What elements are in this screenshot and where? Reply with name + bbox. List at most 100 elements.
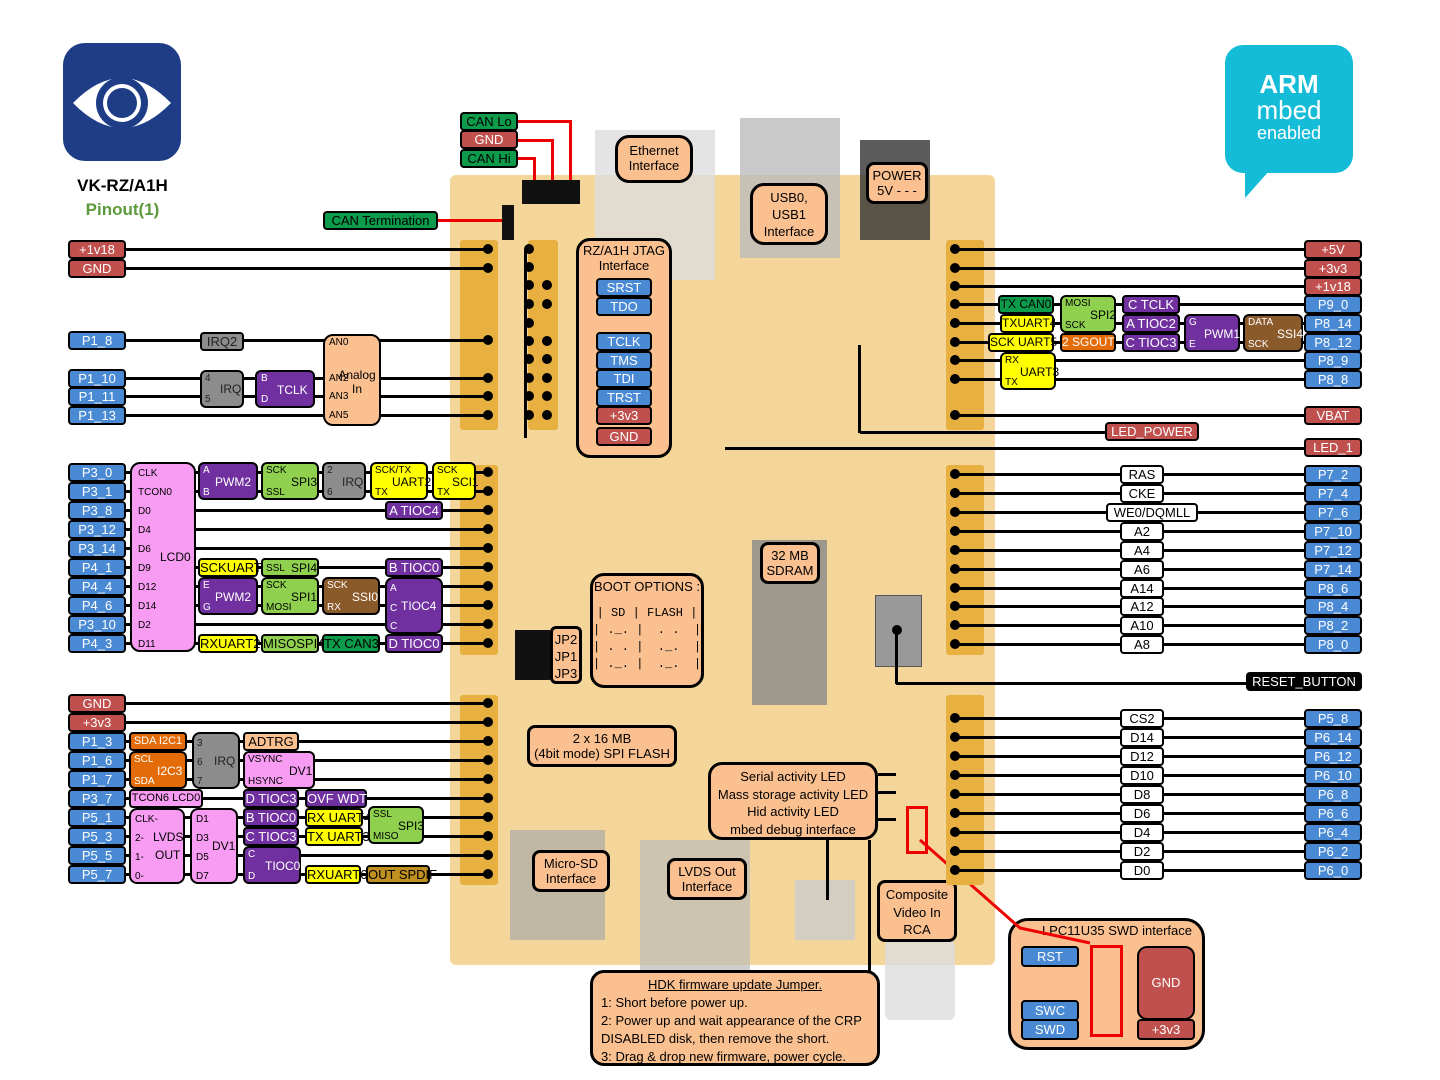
header-pin[interactable] — [483, 335, 493, 345]
header-pin[interactable] — [483, 600, 493, 610]
header-pin[interactable] — [483, 543, 493, 553]
header-pin[interactable] — [483, 755, 493, 765]
header-pin[interactable] — [483, 774, 493, 784]
header-pin[interactable] — [483, 850, 493, 860]
pin-label[interactable]: P3_7 — [68, 789, 126, 808]
header-pin[interactable] — [950, 374, 960, 384]
pin-label[interactable]: P7_4 — [1304, 484, 1362, 503]
pin-label[interactable]: P3_10 — [68, 615, 126, 634]
jtag-pin[interactable] — [542, 373, 552, 383]
pin-label[interactable]: P3_14 — [68, 539, 126, 558]
pin-label[interactable]: P6_10 — [1304, 766, 1362, 785]
header-pin[interactable] — [483, 505, 493, 515]
pin-label[interactable]: P8_4 — [1304, 597, 1362, 616]
pin-label[interactable]: P3_8 — [68, 501, 126, 520]
header-pin[interactable] — [950, 507, 960, 517]
header-pin[interactable] — [950, 244, 960, 254]
header-pin[interactable] — [950, 488, 960, 498]
vbat-label[interactable]: VBAT — [1304, 406, 1362, 425]
pin-label[interactable]: P3_0 — [68, 463, 126, 482]
jtag-pin[interactable] — [524, 280, 534, 290]
pin-label[interactable]: +1v18 — [1304, 277, 1362, 296]
header-pin[interactable] — [950, 789, 960, 799]
pin-label[interactable]: P4_3 — [68, 634, 126, 653]
header-pin[interactable] — [950, 751, 960, 761]
header-pin[interactable] — [483, 869, 493, 879]
header-pin[interactable] — [950, 639, 960, 649]
header-pin[interactable] — [950, 732, 960, 742]
header-pin[interactable] — [483, 486, 493, 496]
header-pin[interactable] — [950, 337, 960, 347]
reset-label[interactable]: RESET_BUTTON — [1246, 672, 1362, 691]
header-pin[interactable] — [950, 583, 960, 593]
pin-label-2[interactable]: P1_8 — [68, 331, 126, 350]
pin-label[interactable]: P9_0 — [1304, 295, 1362, 314]
header-pin[interactable] — [950, 865, 960, 875]
pin-label-0[interactable]: +1v18 — [68, 240, 126, 259]
header-pin[interactable] — [483, 812, 493, 822]
pin-label[interactable]: P6_12 — [1304, 747, 1362, 766]
jtag-pin[interactable] — [542, 354, 552, 364]
pin-label[interactable]: P6_0 — [1304, 861, 1362, 880]
header-pin[interactable] — [950, 469, 960, 479]
jtag-pin[interactable] — [542, 299, 552, 309]
header-pin[interactable] — [483, 391, 493, 401]
pin-label[interactable]: +5V — [1304, 240, 1362, 259]
header-pin[interactable] — [483, 263, 493, 273]
header-pin[interactable] — [950, 318, 960, 328]
pin-label[interactable]: P6_2 — [1304, 842, 1362, 861]
header-pin[interactable] — [483, 831, 493, 841]
header-pin[interactable] — [483, 373, 493, 383]
jtag-pin[interactable] — [542, 280, 552, 290]
header-pin[interactable] — [483, 638, 493, 648]
header-pin[interactable] — [483, 717, 493, 727]
pin-label[interactable]: P8_12 — [1304, 333, 1362, 352]
pin-label[interactable]: P5_5 — [68, 846, 126, 865]
pin-label[interactable]: P3_12 — [68, 520, 126, 539]
pin-label[interactable]: +3v3 — [68, 713, 126, 732]
pin-label[interactable]: P6_4 — [1304, 823, 1362, 842]
pin-label[interactable]: P4_4 — [68, 577, 126, 596]
header-pin[interactable] — [950, 545, 960, 555]
header-pin[interactable] — [483, 467, 493, 477]
header-pin[interactable] — [950, 808, 960, 818]
pin-label[interactable]: P7_10 — [1304, 522, 1362, 541]
jtag-pin[interactable] — [524, 391, 534, 401]
pin-label-3[interactable]: P1_10 — [68, 369, 126, 388]
pin-label[interactable]: P8_0 — [1304, 635, 1362, 654]
swd-header-outline[interactable] — [1090, 945, 1123, 1037]
led1-label[interactable]: LED_1 — [1304, 438, 1362, 457]
pin-label[interactable]: P5_7 — [68, 865, 126, 884]
header-pin[interactable] — [950, 263, 960, 273]
header-pin[interactable] — [950, 601, 960, 611]
jtag-pin[interactable] — [524, 244, 534, 254]
header-pin[interactable] — [483, 736, 493, 746]
pin-label[interactable]: P1_7 — [68, 770, 126, 789]
pin-label[interactable]: P8_8 — [1304, 370, 1362, 389]
pin-label[interactable]: P3_1 — [68, 482, 126, 501]
jtag-pin[interactable] — [524, 318, 534, 328]
header-pin[interactable] — [950, 281, 960, 291]
pin-label[interactable]: P5_3 — [68, 827, 126, 846]
pin-label[interactable]: P4_1 — [68, 558, 126, 577]
header-pin[interactable] — [483, 698, 493, 708]
jtag-pin[interactable] — [542, 410, 552, 420]
pin-label-4[interactable]: P1_11 — [68, 387, 126, 406]
header-pin[interactable] — [950, 827, 960, 837]
reset-dot[interactable] — [892, 625, 902, 635]
pin-label[interactable]: P5_1 — [68, 808, 126, 827]
header-pin[interactable] — [950, 299, 960, 309]
header-pin[interactable] — [950, 713, 960, 723]
jtag-pin[interactable] — [524, 336, 534, 346]
jtag-pin[interactable] — [524, 373, 534, 383]
header-pin[interactable] — [483, 619, 493, 629]
jtag-pin[interactable] — [524, 354, 534, 364]
jtag-pin[interactable] — [524, 262, 534, 272]
header-pin[interactable] — [483, 562, 493, 572]
pin-label[interactable]: P6_8 — [1304, 785, 1362, 804]
header-pin[interactable] — [950, 620, 960, 630]
jtag-pin[interactable] — [542, 336, 552, 346]
pin-label[interactable]: P8_14 — [1304, 314, 1362, 333]
pin-label[interactable]: P1_3 — [68, 732, 126, 751]
jtag-pin[interactable] — [524, 299, 534, 309]
